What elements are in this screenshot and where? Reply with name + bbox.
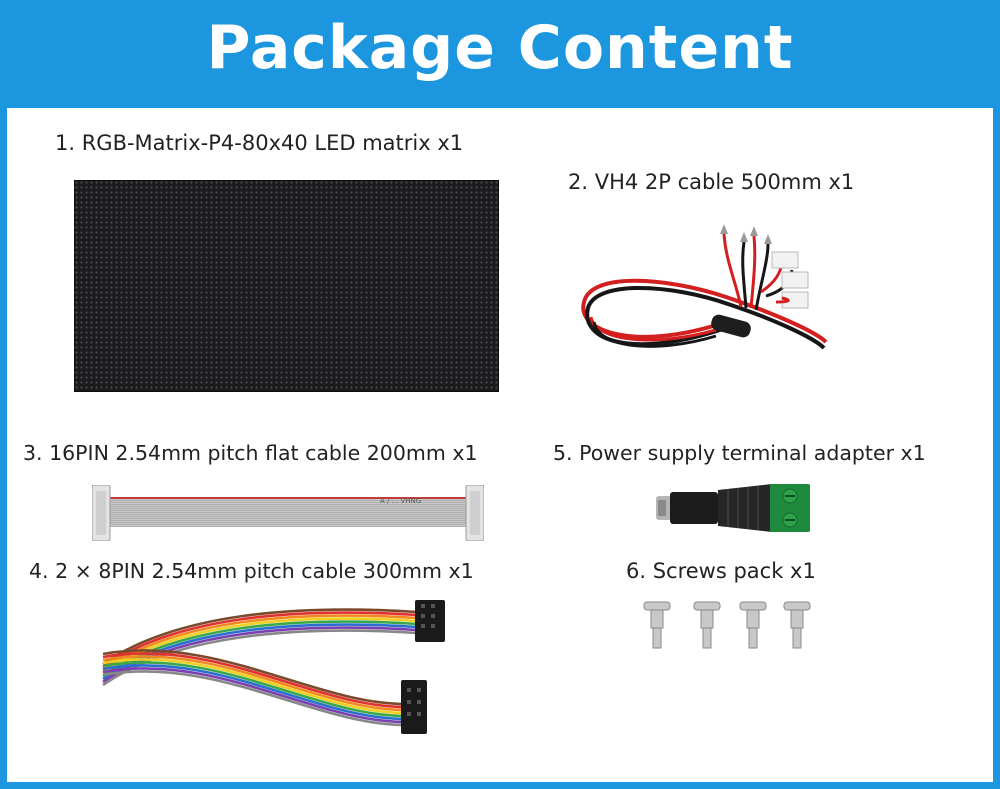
vh4-cable-image bbox=[576, 222, 830, 362]
vh4-power-cable-icon bbox=[581, 224, 828, 350]
page-title: Package Content bbox=[206, 13, 794, 83]
rainbow-cable-image bbox=[95, 594, 455, 740]
item-2-label: 2. VH4 2P cable 500mm x1 bbox=[568, 170, 855, 194]
screws-icon bbox=[643, 601, 811, 649]
terminal-adapter-image bbox=[656, 482, 816, 534]
item-4-label: 4. 2 × 8PIN 2.54mm pitch cable 300mm x1 bbox=[29, 559, 474, 583]
dc-terminal-adapter-icon bbox=[656, 484, 810, 532]
item-5-label: 5. Power supply terminal adapter x1 bbox=[553, 441, 926, 465]
led-matrix-icon bbox=[74, 180, 499, 392]
screws-image bbox=[640, 600, 820, 652]
rainbow-ribbon-cable-icon bbox=[102, 600, 445, 734]
flat-cable-image bbox=[92, 485, 484, 541]
led-matrix-image bbox=[74, 180, 499, 392]
item-6-label: 6. Screws pack x1 bbox=[626, 559, 816, 583]
header-banner: Package Content bbox=[0, 0, 1000, 108]
item-3-label: 3. 16PIN 2.54mm pitch flat cable 200mm x… bbox=[23, 441, 478, 465]
flat-ribbon-cable-icon bbox=[92, 485, 484, 541]
flat-cable-print: A / ... VHNG bbox=[380, 497, 422, 505]
item-1-label: 1. RGB-Matrix-P4-80x40 LED matrix x1 bbox=[55, 131, 464, 155]
